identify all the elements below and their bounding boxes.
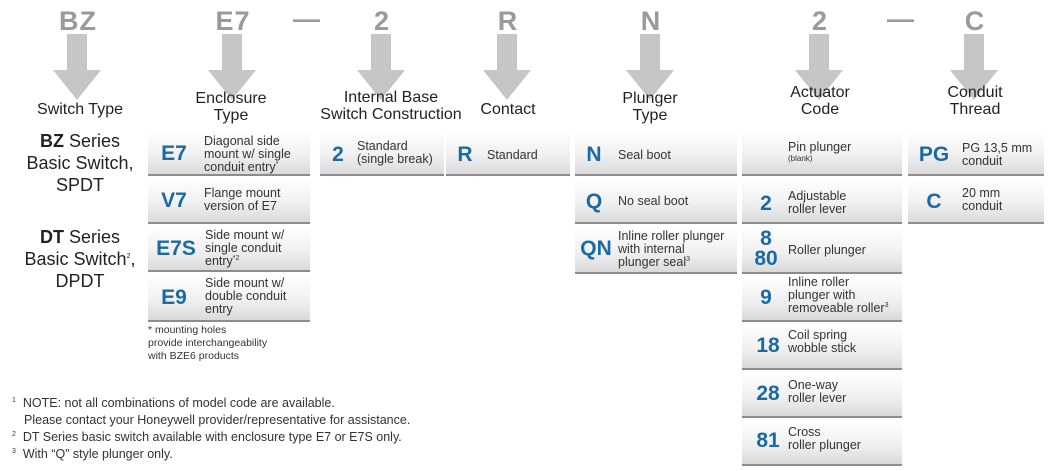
option-code: E7	[161, 142, 187, 165]
down-arrow-icon	[357, 34, 405, 100]
plunger-row-q	[575, 178, 737, 224]
option-description: Roller plunger	[788, 243, 866, 257]
option-code: QN	[580, 237, 612, 260]
enclosure-row-e9	[148, 274, 310, 322]
down-arrow-icon	[626, 34, 674, 100]
option-description: Standard(single break)	[357, 139, 433, 166]
enclosure-row-e7s	[148, 226, 310, 272]
down-arrow-icon	[53, 34, 101, 100]
actuator-row-9	[742, 276, 902, 322]
model-code-switch-type: BZ	[59, 6, 97, 36]
conduit-row-c	[908, 178, 1044, 224]
actuator-row-2	[742, 178, 902, 224]
header-switch-type: Switch Type	[37, 101, 123, 118]
footnotes: 1 NOTE: not all combinations of model co…	[12, 396, 411, 461]
option-code: 18	[756, 334, 780, 357]
contact-row-r	[446, 130, 570, 176]
down-arrow-icon	[208, 34, 256, 100]
header-contact: Contact	[480, 101, 536, 118]
actuator-row-8-80	[742, 226, 902, 274]
option-code: PG	[918, 143, 950, 166]
option-code: R	[457, 143, 473, 166]
model-code-base: 2	[373, 6, 391, 36]
down-arrow-icon	[483, 34, 531, 100]
down-arrow-icon	[795, 34, 843, 100]
actuator-row-18	[742, 324, 902, 370]
enclosure-row-e7	[148, 130, 310, 176]
option-code: 81	[756, 429, 780, 452]
option-code: E7S	[156, 237, 196, 260]
option-code: E9	[161, 286, 187, 309]
option-description: Standard	[487, 148, 538, 162]
option-code: N	[586, 143, 602, 166]
model-code-dash: —	[293, 4, 320, 34]
actuator-row-blank	[742, 130, 902, 176]
option-description: Seal boot	[618, 148, 671, 162]
option-description: Pin plunger(blank)	[788, 140, 852, 164]
conduit-row-pg	[908, 130, 1044, 176]
down-arrow-icon	[950, 34, 998, 100]
option-code: 9	[760, 286, 772, 309]
option-code: 2	[332, 143, 344, 166]
model-code-conduit: C	[964, 6, 986, 36]
plunger-row-n	[575, 130, 737, 176]
option-code: V7	[161, 189, 187, 212]
option-code: 28	[756, 382, 780, 405]
actuator-row-28	[742, 372, 902, 418]
actuator-row-81	[742, 420, 902, 466]
model-code-enclosure: E7	[215, 6, 251, 36]
option-code: 2	[760, 192, 772, 215]
option-code: Q	[585, 190, 603, 213]
option-code: C	[926, 190, 942, 213]
model-code-actuator: 2	[811, 6, 829, 36]
model-code-dash: —	[887, 4, 914, 34]
switch-type-bz: BZ Series Basic Switch, SPDT	[26, 131, 134, 195]
model-code-plunger: N	[640, 6, 662, 36]
option-description: No seal boot	[618, 194, 689, 208]
enclosure-row-v7	[148, 178, 310, 224]
model-code-contact: R	[497, 6, 519, 36]
plunger-row-qn	[575, 226, 737, 274]
base-row-2	[320, 130, 444, 176]
switch-type-dt: DT Series Basic Switch2, DPDT	[24, 227, 136, 291]
